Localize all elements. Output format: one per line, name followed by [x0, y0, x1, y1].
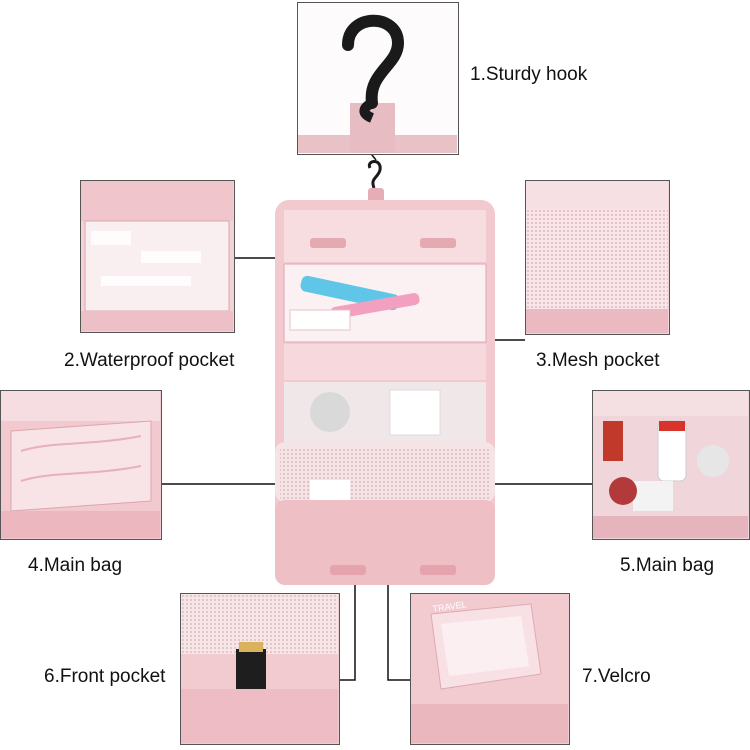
- bag-illustration: [275, 160, 495, 585]
- front-pocket-icon: [181, 594, 338, 743]
- main-left-label: 4.Main bag: [28, 555, 123, 576]
- main-right-label: 5.Main bag: [620, 555, 715, 576]
- hook-icon: [298, 14, 457, 153]
- mesh-label: 3.Mesh pocket: [536, 350, 660, 371]
- waterproof-pocket-icon: [81, 181, 233, 331]
- mesh-pocket-image: [525, 180, 670, 335]
- velcro-print-text: TRAVEL: [432, 599, 467, 614]
- main-bag-left-icon: [1, 391, 160, 538]
- hook-detail-image: [297, 2, 459, 155]
- velcro-icon: TRAVEL: [411, 594, 568, 743]
- toiletry-bag-image: [270, 160, 500, 585]
- mesh-pocket-icon: [526, 181, 668, 333]
- velcro-label: 7.Velcro: [582, 666, 651, 687]
- velcro-image: TRAVEL: [410, 593, 570, 745]
- front-label: 6.Front pocket: [44, 666, 166, 687]
- hook-label: 1.Sturdy hook: [470, 64, 588, 85]
- front-pocket-image: [180, 593, 340, 745]
- waterproof-pocket-image: [80, 180, 235, 333]
- main-bag-right-image: [592, 390, 750, 540]
- main-bag-left-image: [0, 390, 162, 540]
- waterproof-label: 2.Waterproof pocket: [64, 350, 235, 371]
- main-bag-right-icon: [593, 391, 748, 538]
